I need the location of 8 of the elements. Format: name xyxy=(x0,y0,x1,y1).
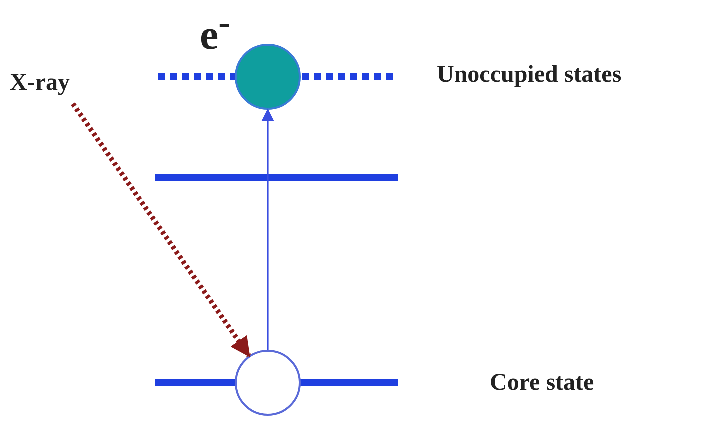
arrow xyxy=(71,102,252,358)
arrow xyxy=(262,108,274,350)
beam-label: X-ray xyxy=(10,70,70,97)
electron-symbol: e$^{-}$ xyxy=(200,2,230,59)
level-label: Unoccupied states xyxy=(437,62,622,89)
electron-circle xyxy=(235,44,301,110)
level-label: Core state xyxy=(490,370,594,397)
core-hole-circle xyxy=(235,350,301,416)
